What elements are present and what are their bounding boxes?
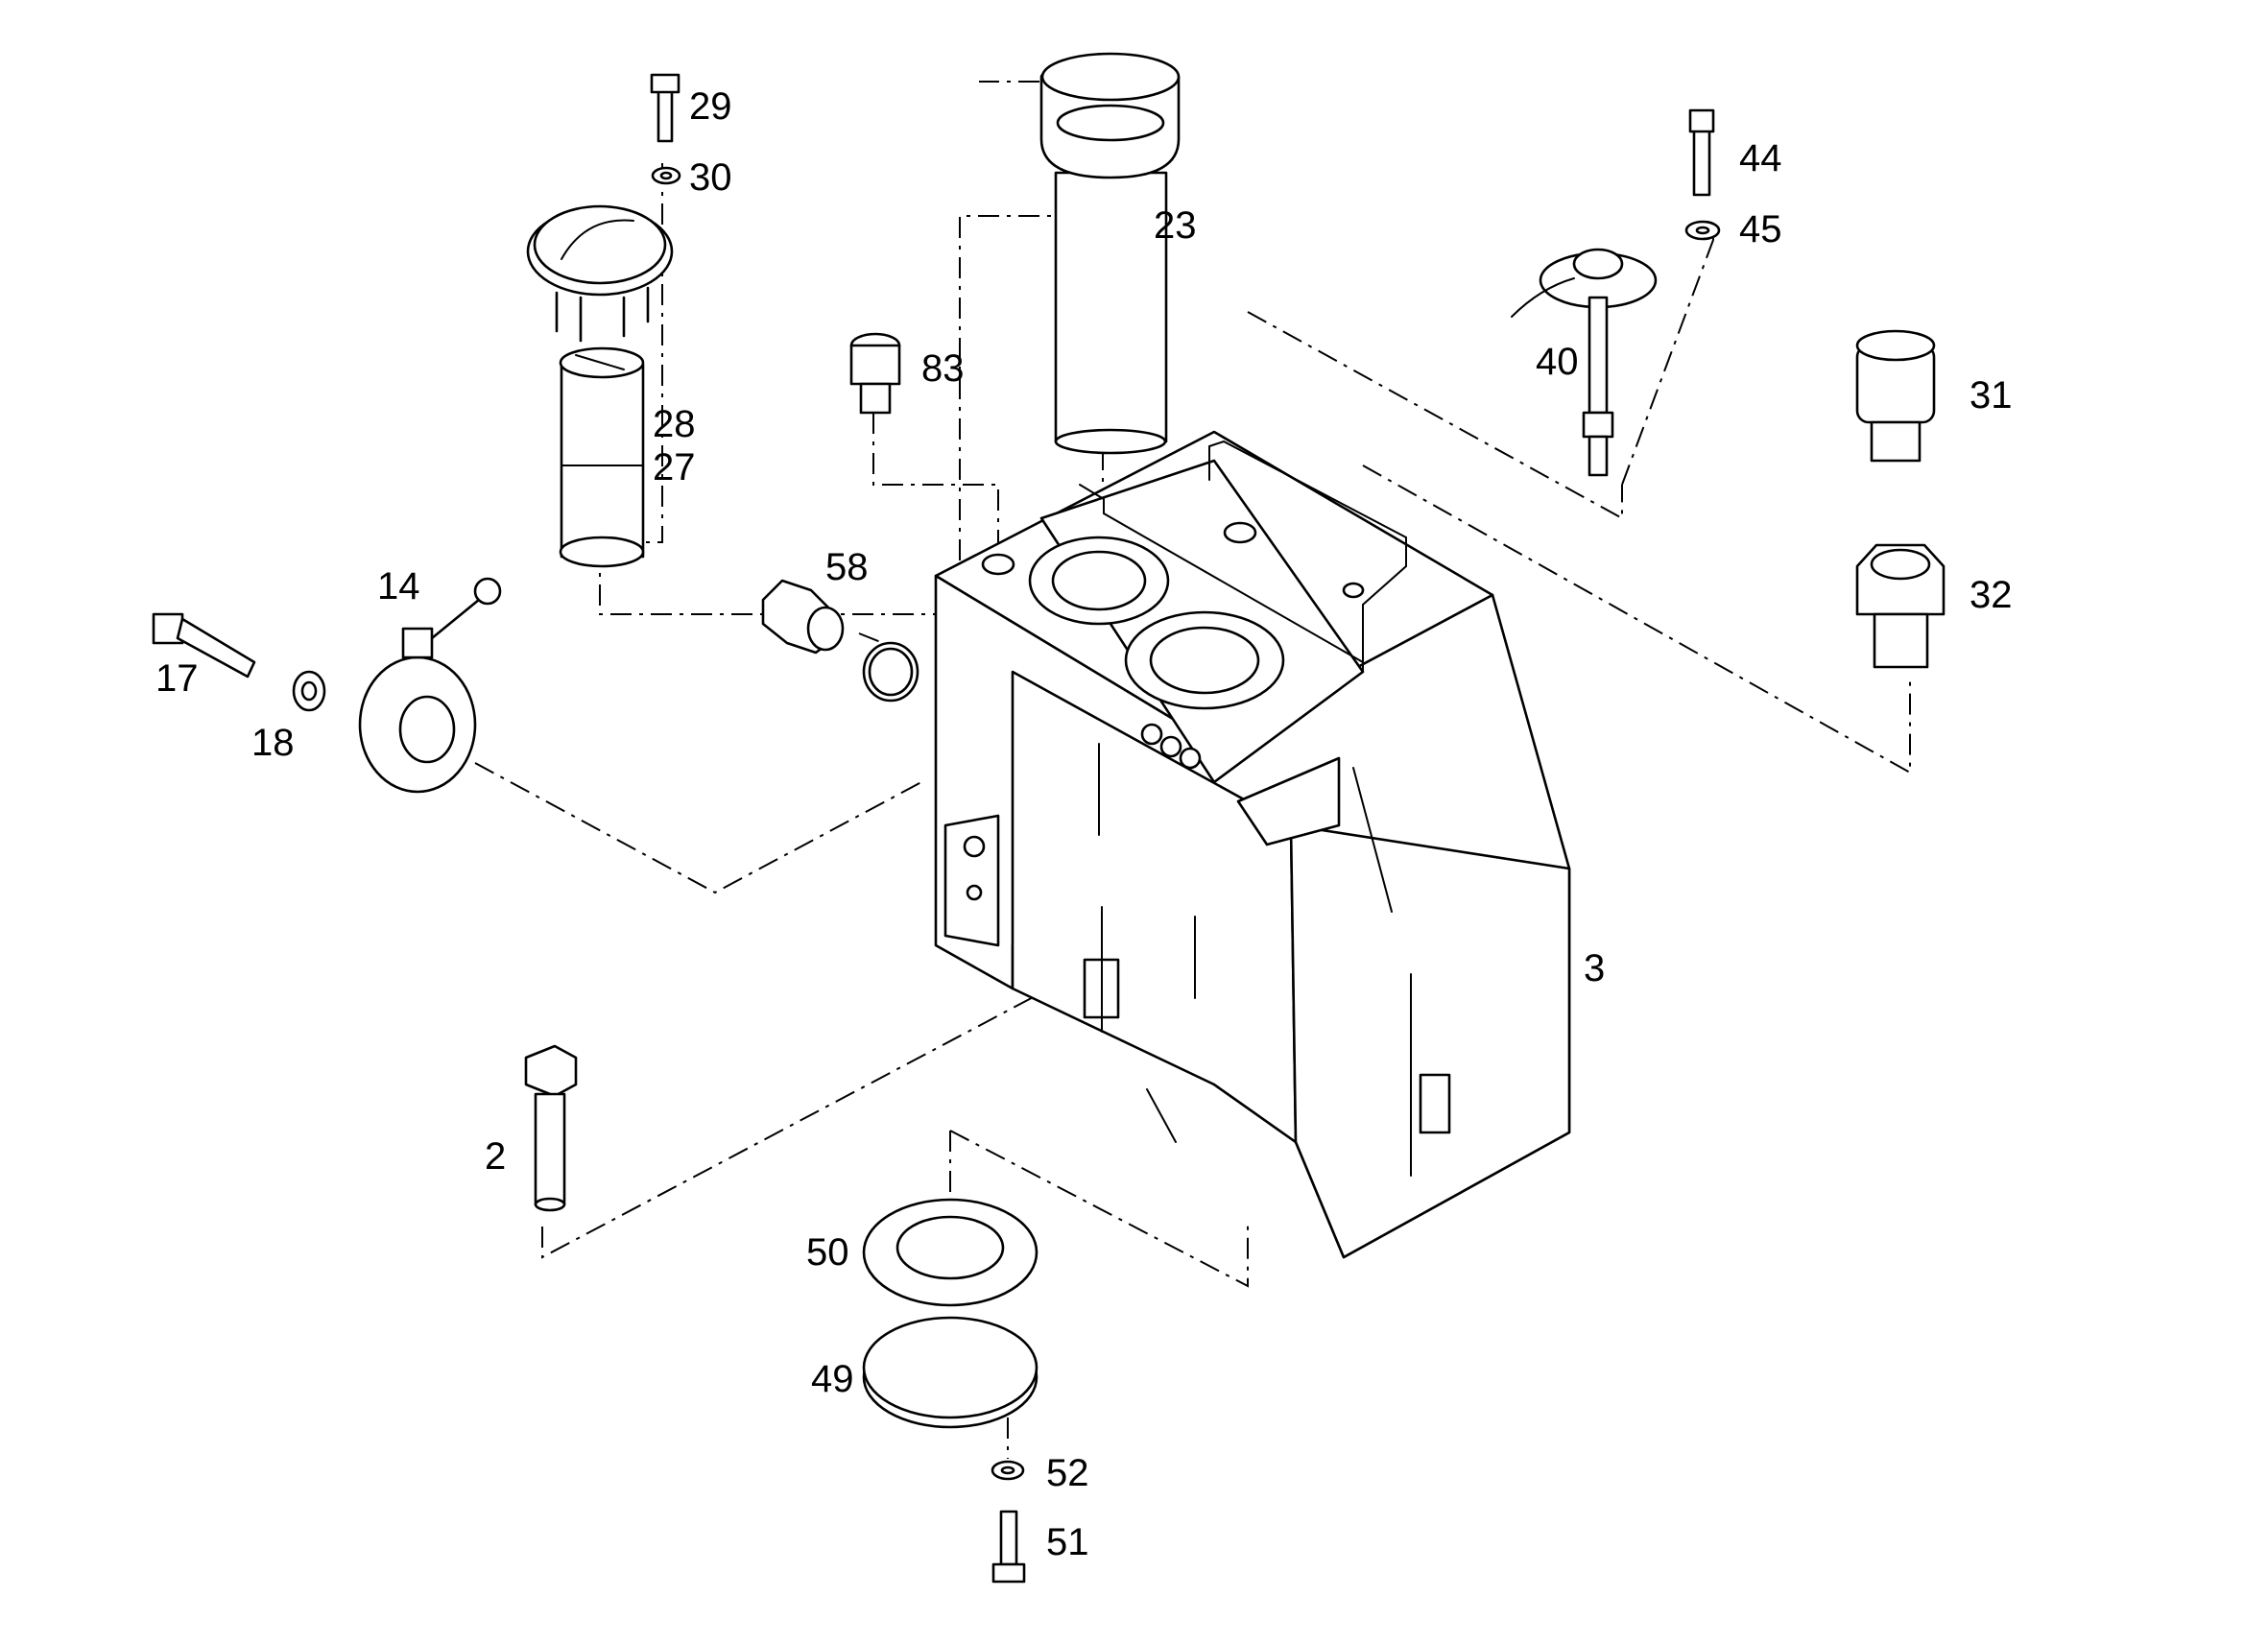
callout-17: 17 <box>155 657 199 700</box>
callout-52: 52 <box>1046 1452 1089 1494</box>
callout-44: 44 <box>1739 137 1782 179</box>
callout-83: 83 <box>921 347 965 390</box>
callout-51: 51 <box>1046 1521 1089 1563</box>
callout-32: 32 <box>1970 574 2013 616</box>
callout-29: 29 <box>689 85 732 128</box>
filler-assembly <box>526 73 681 568</box>
callout-18: 18 <box>251 722 295 764</box>
fitting-31 <box>1855 329 1936 463</box>
callout-31: 31 <box>1970 374 2013 417</box>
return-pipe <box>1039 52 1181 455</box>
callout-27: 27 <box>653 446 696 488</box>
callout-45: 45 <box>1739 208 1782 250</box>
level-sender <box>1511 108 1721 477</box>
callout-50: 50 <box>806 1231 849 1274</box>
ball-valve <box>152 577 502 794</box>
callout-23: 23 <box>1154 204 1197 247</box>
drain-plug-58 <box>761 579 919 703</box>
hydraulic-tank <box>934 430 1571 1259</box>
callout-2: 2 <box>485 1135 506 1178</box>
callout-3: 3 <box>1584 947 1605 989</box>
callout-40: 40 <box>1536 341 1579 383</box>
hex-bolt-2 <box>524 1044 578 1212</box>
callout-58: 58 <box>825 546 869 588</box>
fitting-32 <box>1855 543 1946 669</box>
callout-30: 30 <box>689 156 732 199</box>
cleanout-cover <box>862 1198 1039 1584</box>
callout-labels: 29 30 23 83 28 27 58 14 17 18 44 45 40 3… <box>155 85 2013 1563</box>
callout-14: 14 <box>377 565 420 608</box>
breather-plug <box>849 332 901 415</box>
callout-28: 28 <box>653 403 696 445</box>
callout-49: 49 <box>811 1358 854 1400</box>
